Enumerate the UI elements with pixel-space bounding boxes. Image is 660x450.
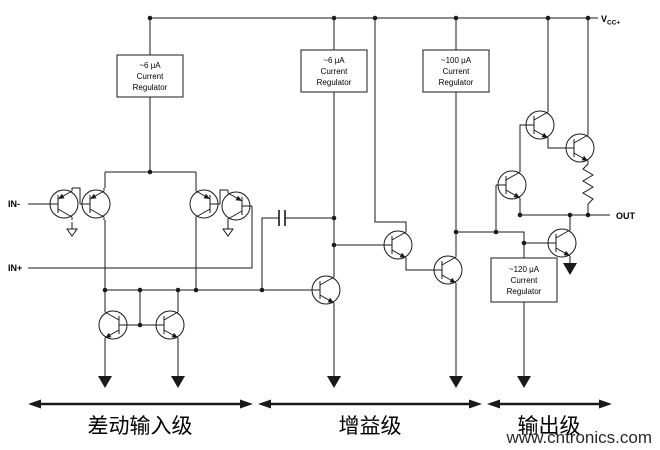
current-regulator-3: ~100 μA Current Regulator bbox=[422, 49, 490, 93]
regulator-4-value: ~120 μA bbox=[509, 265, 540, 274]
stage-label-gain: 增益级 bbox=[339, 415, 402, 438]
regulator-3-line2: Current bbox=[443, 67, 470, 76]
regulator-box bbox=[422, 49, 490, 93]
vcc-label: VCC+ bbox=[601, 14, 620, 27]
regulator-box bbox=[300, 49, 368, 93]
regulator-box bbox=[116, 54, 184, 98]
in-plus-label: IN+ bbox=[8, 263, 22, 273]
circuit-graphics: ~6 μA Current Regulator ~6 μA Current Re… bbox=[28, 15, 612, 409]
output-stage-wires bbox=[495, 124, 610, 376]
regulator-3-line3: Regulator bbox=[439, 78, 474, 87]
regulator-2-line3: Regulator bbox=[317, 78, 352, 87]
current-regulator-4: ~120 μA Current Regulator bbox=[490, 257, 558, 303]
regulator-box bbox=[490, 257, 558, 303]
regulator-3-value: ~100 μA bbox=[441, 56, 472, 65]
regulator-2-line2: Current bbox=[321, 67, 348, 76]
regulator-1-line2: Current bbox=[137, 72, 164, 81]
compensation-capacitor bbox=[278, 210, 286, 226]
output-resistor bbox=[582, 163, 594, 205]
regulator-1-line3: Regulator bbox=[133, 83, 168, 92]
regulator-4-line2: Current bbox=[511, 276, 538, 285]
regulator-2-value: ~6 μA bbox=[323, 56, 345, 65]
gain-stage-wires bbox=[261, 92, 525, 376]
regulator-4-line3: Regulator bbox=[507, 287, 542, 296]
stage-label-output: 输出级 bbox=[518, 415, 581, 438]
stage-span-arrows bbox=[28, 399, 612, 409]
watermark: www.cntronics.com bbox=[506, 428, 652, 447]
current-regulator-2: ~6 μA Current Regulator bbox=[300, 49, 368, 93]
out-label: OUT bbox=[616, 211, 636, 221]
in-minus-label: IN- bbox=[8, 199, 20, 209]
current-regulator-1: ~6 μA Current Regulator bbox=[116, 54, 184, 98]
junction-dots bbox=[102, 15, 591, 328]
stage-label-differential-input: 差动输入级 bbox=[88, 415, 193, 438]
regulator-1-value: ~6 μA bbox=[139, 61, 161, 70]
wiring bbox=[28, 17, 610, 376]
